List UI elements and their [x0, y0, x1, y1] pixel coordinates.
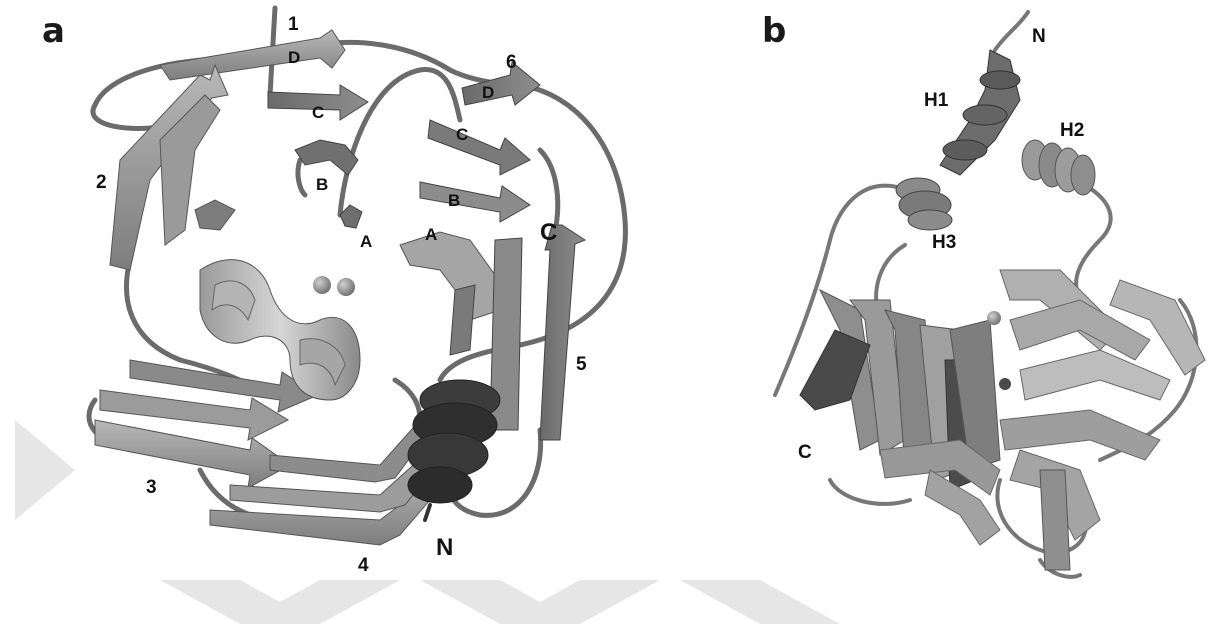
blade-label-1: 1	[288, 14, 299, 35]
panel-b-helix-h2	[1022, 140, 1095, 195]
blade-2-strand-core	[195, 200, 235, 230]
blade-label-6: 6	[506, 52, 517, 73]
panel-a-n-terminal-helix	[408, 380, 500, 520]
blade-label-4: 4	[358, 555, 369, 576]
helix-label-h2: H2	[1060, 120, 1084, 141]
blade-1-strand-b	[295, 140, 358, 175]
blade-6-strand-c	[428, 120, 530, 175]
panel-b-n-terminus-label: N	[1032, 26, 1046, 47]
blade-6-strand-a	[400, 232, 500, 320]
panel-a-letter: a	[42, 11, 65, 51]
strand-label-blade6-d: D	[482, 83, 494, 102]
panel-a-metal-ion-2	[337, 278, 355, 296]
blade-2-strands	[110, 65, 235, 270]
panel-a-n-terminus-label: N	[436, 534, 453, 561]
panel-b-c-terminus-label: C	[798, 442, 812, 463]
panel-a-metal-ion-1	[313, 276, 331, 294]
blade-label-2: 2	[96, 172, 107, 193]
strand-label-blade1-c: C	[312, 103, 324, 122]
panel-b-metal-ion-1	[987, 311, 1001, 325]
strand-label-blade6-a: A	[425, 225, 437, 244]
strand-label-blade6-c: C	[456, 125, 468, 144]
panel-b-letter: b	[762, 11, 786, 51]
blade-5-strand-outer	[540, 225, 585, 440]
blade-label-3: 3	[146, 477, 157, 498]
panel-b-helix-h3	[896, 178, 952, 230]
blade-label-5: 5	[576, 354, 587, 375]
panel-a: a	[42, 8, 625, 576]
panel-b-metal-ion-2	[999, 378, 1011, 390]
helix-label-h3: H3	[932, 232, 956, 253]
blade-6-strand-b	[420, 182, 530, 222]
panel-b: b	[762, 11, 1205, 577]
panel-a-c-terminus-label: C	[540, 219, 557, 246]
blade-1-strand-a	[340, 205, 362, 228]
strand-label-blade1-d: D	[288, 48, 300, 67]
blade-5-strand-core	[450, 285, 475, 355]
strand-label-blade1-a: A	[360, 232, 372, 251]
helix-label-h1: H1	[924, 90, 949, 111]
strand-label-blade6-b: B	[448, 191, 460, 210]
blade-6-strand-d	[462, 62, 540, 105]
strand-label-blade1-b: B	[316, 175, 328, 194]
blade-1-strand-d	[160, 30, 345, 80]
panel-b-helix-h1	[940, 50, 1020, 175]
